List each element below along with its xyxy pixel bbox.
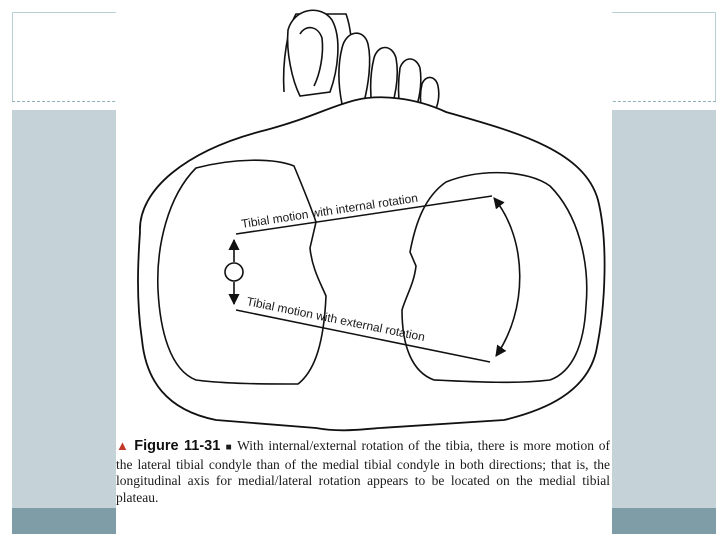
figure-caption: ▲Figure 11-31■With internal/external rot…	[116, 438, 610, 506]
external-rotation-line	[235, 309, 491, 363]
internal-rotation-line	[235, 195, 493, 235]
medial-condyle-outline	[401, 171, 588, 384]
slide-side-band-left	[12, 110, 116, 508]
caption-triangle-marker: ▲	[116, 438, 131, 453]
rotation-axis-circle	[224, 262, 244, 282]
caption-text: With internal/external rotation of the t…	[116, 438, 610, 505]
foot-toes-outline	[282, 9, 440, 113]
figure-panel: Tibial motion with internal rotation Tib…	[116, 0, 612, 546]
figure-number: Figure 11-31	[134, 438, 221, 454]
lateral-rotation-arc-arrow	[493, 197, 521, 357]
caption-separator: ■	[224, 442, 234, 453]
tibial-plateau-diagram: Tibial motion with internal rotation Tib…	[137, 9, 606, 432]
slide-side-band-right	[612, 110, 716, 508]
